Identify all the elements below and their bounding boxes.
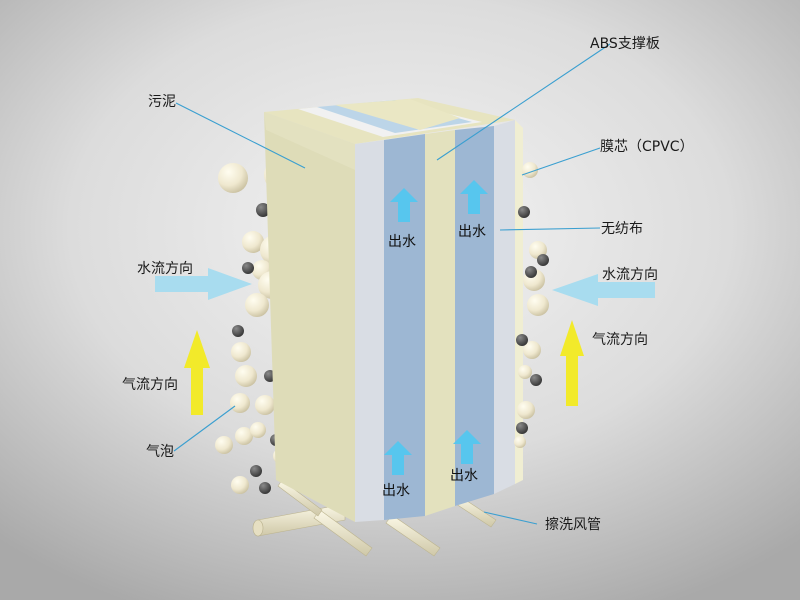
label-nonwoven: 无纺布 [601, 221, 643, 237]
right-particle-cloud [514, 162, 549, 448]
label-scour-pipe: 擦洗风管 [545, 516, 601, 533]
scour-pipes [252, 479, 497, 557]
outlet-label-top-right: 出水 [458, 224, 486, 240]
air-flow-arrow-left [184, 330, 210, 415]
leader-lines [173, 43, 611, 525]
outlet-arrow-bottom-left [384, 441, 412, 475]
outlet-arrow-top-right [460, 180, 488, 214]
label-air-flow-left: 气流方向 [122, 377, 178, 393]
label-bubbles: 气泡 [146, 444, 174, 460]
water-flow-arrow-right [552, 274, 655, 306]
outlet-arrows [384, 180, 488, 475]
label-sludge: 污泥 [148, 94, 176, 110]
label-water-flow-left: 水流方向 [137, 261, 193, 277]
outlet-label-top-left: 出水 [388, 234, 416, 250]
outlet-arrow-top-left [390, 188, 418, 222]
label-membrane-core: 膜芯（CPVC） [600, 139, 694, 155]
label-abs-support: ABS支撑板 [590, 36, 660, 52]
air-flow-arrow-right [560, 320, 584, 406]
outlet-label-bottom-left: 出水 [382, 483, 410, 499]
membrane-module [264, 98, 523, 522]
water-flow-arrow-left [155, 268, 252, 300]
front-face [355, 120, 515, 522]
label-air-flow-right: 气流方向 [592, 332, 648, 348]
outlet-label-bottom-right: 出水 [450, 468, 478, 484]
outlet-arrow-bottom-right [453, 430, 481, 464]
label-water-flow-right: 水流方向 [602, 267, 658, 283]
